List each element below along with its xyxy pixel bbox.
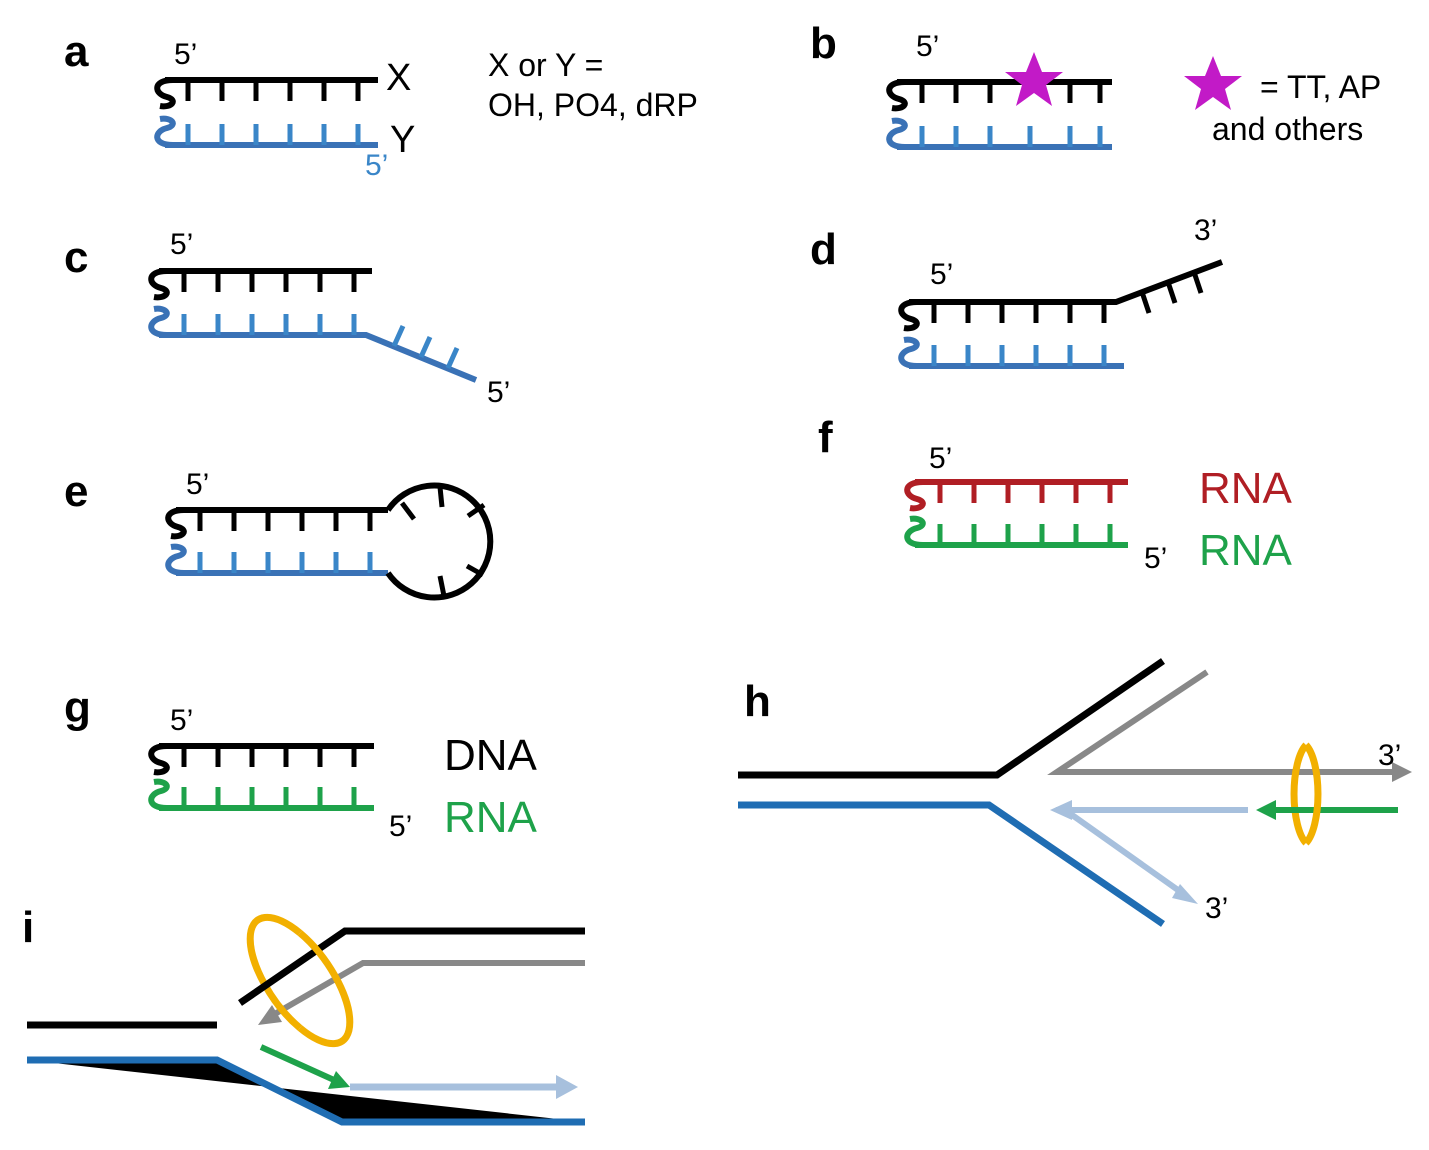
star-icon [1184,56,1242,110]
top-strand-diverged [238,927,585,1006]
five-prime-label: 5’ [930,258,953,291]
end-group-note-line2: OH, PO4, dRP [488,87,698,123]
top-strand [165,507,388,540]
primer-arrowhead [328,1071,350,1089]
five-prime-top-label: 5’ [170,228,193,261]
five-prime-bottom-label: 5’ [365,149,388,182]
panel-e: e 5’ [64,467,494,601]
panel-letter-h: h [744,677,771,726]
five-prime-label: 5’ [186,468,209,501]
grey-arrowhead [258,1005,282,1025]
extended-arrowhead [556,1075,578,1099]
panel-g: g 5’ 5’ DNA RNA [64,683,538,843]
bottom-strand [898,336,1124,369]
panel-letter-d: d [810,225,837,274]
top-strand [886,79,1112,112]
clamp-ring-icon [297,930,354,1048]
parental-bottom-strand [738,801,1165,927]
panel-letter-f: f [818,413,833,462]
top-strand [148,268,372,301]
grey-template-strand [271,960,585,1018]
clamp-ring-icon [1303,742,1322,846]
panel-letter-a: a [64,27,89,76]
top-strand-with-3prime-overhang [898,259,1224,332]
panel-letter-g: g [64,683,91,732]
lesion-legend-line2: and others [1212,111,1363,147]
y-end-label: Y [390,119,415,161]
panel-b: b 5’ = TT, AP and others [810,19,1381,150]
five-prime-top-label: 5’ [170,704,193,737]
panel-h: h 3’ 3’ [738,658,1412,927]
lesion-star-icon [1005,52,1063,106]
five-prime-bottom-label: 5’ [389,810,412,843]
bottom-strand [886,117,1112,150]
three-prime-bottom-label: 3’ [1205,892,1228,925]
primer-strand [259,1044,336,1083]
bottom-rna-strand [148,778,374,811]
bottom-strand [154,115,378,148]
clamp-ring-back [1290,742,1309,846]
five-prime-top-label: 5’ [929,442,952,475]
x-end-label: X [386,57,411,99]
panel-letter-b: b [810,19,837,68]
panel-letter-i: i [22,903,34,952]
panel-letter-e: e [64,467,88,516]
top-strand-type-label: DNA [444,731,538,780]
bottom-strand [165,543,388,576]
lagging-arrowhead-left [1050,800,1072,820]
bottom-strand-with-5prime-overhang [148,305,478,383]
lagging-arrowhead-down [1172,884,1198,904]
panel-letter-c: c [64,233,88,282]
three-prime-label: 3’ [1194,214,1217,247]
top-strand-type-label: RNA [1199,464,1293,513]
lagging-strand [1055,807,1248,898]
clamp-ring-back [246,913,303,1031]
panel-f: f 5’ 5’ RNA RNA [818,413,1293,575]
bottom-strand-type-label: RNA [1199,526,1293,575]
bottom-rna-strand [904,515,1128,548]
leading-arrowhead [1392,762,1412,782]
leading-template-strand [1047,669,1398,775]
five-prime-label: 5’ [916,30,939,63]
parental-top-strand [738,658,1165,779]
parental-bottom-strand [27,1056,585,1126]
top-dna-strand [148,743,374,776]
bottom-strand-type-label: RNA [444,793,538,842]
lesion-legend-line1: = TT, AP [1260,69,1381,105]
five-prime-bottom-label: 5’ [1144,542,1167,575]
panel-c: c 5’ 5’ [64,228,510,409]
top-strand [154,77,378,110]
three-prime-top-label: 3’ [1378,739,1401,772]
top-rna-strand [904,479,1128,512]
panel-i: i [22,903,585,1126]
primer-arrowhead [1256,800,1276,820]
end-group-note-line1: X or Y = [488,47,603,83]
panel-a: a 5’ 5’ X Y X or Y = OH, PO4, dRP [64,27,698,182]
hairpin-loop [385,482,494,601]
five-prime-top-label: 5’ [174,38,197,71]
panel-d: d 5’ 3’ [810,214,1224,369]
five-prime-overhang-label: 5’ [487,376,510,409]
